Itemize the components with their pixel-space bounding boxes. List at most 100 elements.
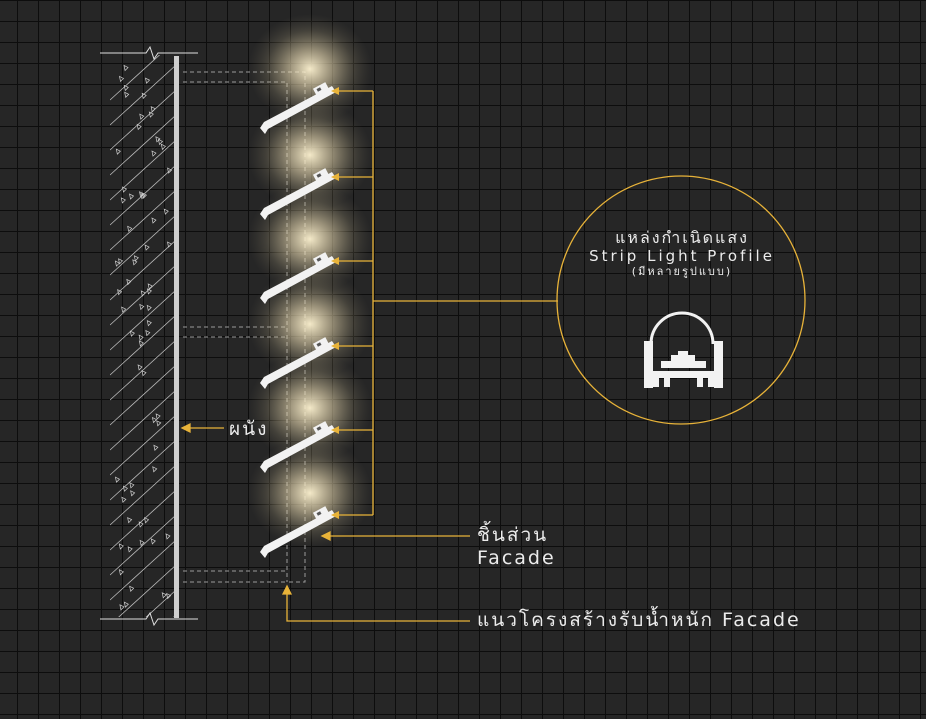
hatch-line	[110, 539, 176, 601]
concrete-speck	[129, 193, 135, 200]
arrow-icon	[331, 173, 339, 181]
light-source-label: แหล่งกำเนิดแสง Strip Light Profile (มีหล…	[558, 228, 806, 279]
structure-pointer	[281, 584, 470, 622]
concrete-speck	[147, 283, 153, 290]
concrete-speck	[123, 84, 129, 92]
hatch-line	[110, 489, 176, 551]
hatch-line	[110, 189, 176, 251]
light-callouts	[331, 87, 558, 519]
concrete-speck	[114, 476, 121, 483]
concrete-speck	[151, 217, 157, 224]
facade-fin	[260, 506, 336, 558]
concrete-speck	[123, 601, 129, 608]
concrete-speck	[151, 150, 157, 157]
concrete-speck	[150, 538, 156, 545]
concrete-speck	[126, 278, 132, 286]
arrow-icon	[281, 584, 293, 595]
concrete-speck	[146, 288, 153, 295]
concrete-speck	[144, 517, 150, 524]
hatch-line	[110, 64, 176, 126]
hatch-line	[145, 589, 176, 617]
concrete-speck	[121, 186, 128, 193]
arrow-icon	[331, 342, 339, 350]
light-glow	[248, 100, 372, 210]
concrete-speck	[133, 255, 139, 262]
concrete-speck	[124, 91, 130, 98]
hatch-line	[110, 414, 176, 476]
concrete-speck	[141, 192, 148, 199]
light-source-note: (มีหลายรูปแบบ)	[631, 265, 733, 278]
concrete-speck	[115, 148, 121, 155]
concrete-speck	[153, 444, 159, 451]
concrete-speck	[118, 543, 124, 550]
light-glow	[248, 438, 372, 548]
light-glow	[248, 269, 372, 379]
facade-label-line2: Facade	[477, 547, 556, 569]
concrete-speck	[141, 92, 147, 100]
concrete-speck	[138, 334, 144, 341]
concrete-speck	[166, 592, 172, 600]
arrow-icon	[320, 530, 331, 542]
light-glow	[248, 14, 372, 124]
concrete-speck	[139, 191, 145, 198]
concrete-speck	[123, 64, 129, 72]
concrete-speck	[114, 260, 120, 267]
concrete-speck	[129, 482, 135, 489]
concrete-speck	[160, 143, 166, 151]
wall-pointer	[180, 422, 224, 434]
concrete-speck	[136, 123, 142, 131]
concrete-speck	[132, 259, 138, 266]
wall-face	[174, 56, 179, 618]
concrete-speck	[117, 289, 123, 296]
facade-fins	[260, 82, 336, 558]
arrow-icon	[331, 511, 339, 519]
hatch-line	[110, 139, 176, 201]
concrete-speck	[140, 290, 146, 297]
concrete-speck	[150, 106, 156, 113]
concrete-speck	[163, 208, 169, 215]
concrete-speck	[118, 258, 124, 265]
concrete-speck	[127, 517, 133, 524]
concrete-speck	[121, 306, 127, 313]
wall-hatching	[110, 55, 176, 719]
concrete-speck	[145, 329, 151, 337]
light-source-thai: แหล่งกำเนิดแสง	[615, 228, 749, 247]
concrete-speck	[146, 304, 152, 312]
hatch-line	[110, 439, 176, 501]
hatch-line	[110, 640, 176, 700]
facade-fin	[260, 421, 336, 473]
concrete-speck	[120, 197, 126, 204]
hatch-line	[110, 665, 176, 719]
light-glow	[248, 184, 372, 294]
concrete-speck	[167, 167, 173, 174]
concrete-speck	[161, 592, 167, 599]
concrete-speck	[129, 585, 135, 592]
hatch-line	[110, 239, 176, 301]
concrete-speck	[139, 113, 145, 120]
hatch-line	[110, 314, 176, 376]
concrete-speck	[148, 111, 154, 118]
arrow-icon	[180, 422, 191, 434]
concrete-speck	[127, 546, 133, 553]
concrete-speck	[152, 466, 158, 473]
concrete-speck	[165, 533, 171, 540]
concrete-speck	[118, 569, 124, 576]
strip-light-profile-icon	[644, 311, 723, 388]
arrow-icon	[331, 426, 339, 434]
facade-pointer	[320, 530, 470, 542]
hatch-line	[110, 339, 176, 401]
facade-fin	[260, 82, 336, 134]
light-source-english: Strip Light Profile	[589, 247, 775, 265]
concrete-speck	[139, 539, 145, 547]
concrete-speck	[141, 369, 147, 377]
hatch-line	[110, 464, 176, 526]
break-line-icon	[100, 45, 198, 627]
concrete-speck	[119, 75, 125, 83]
concrete-speck	[151, 416, 158, 424]
hatch-line	[110, 214, 176, 276]
arrow-icon	[331, 87, 339, 95]
facade-fin	[260, 252, 336, 304]
hatch-line	[110, 364, 176, 426]
facade-label: ชิ้นส่วน Facade	[477, 524, 556, 570]
